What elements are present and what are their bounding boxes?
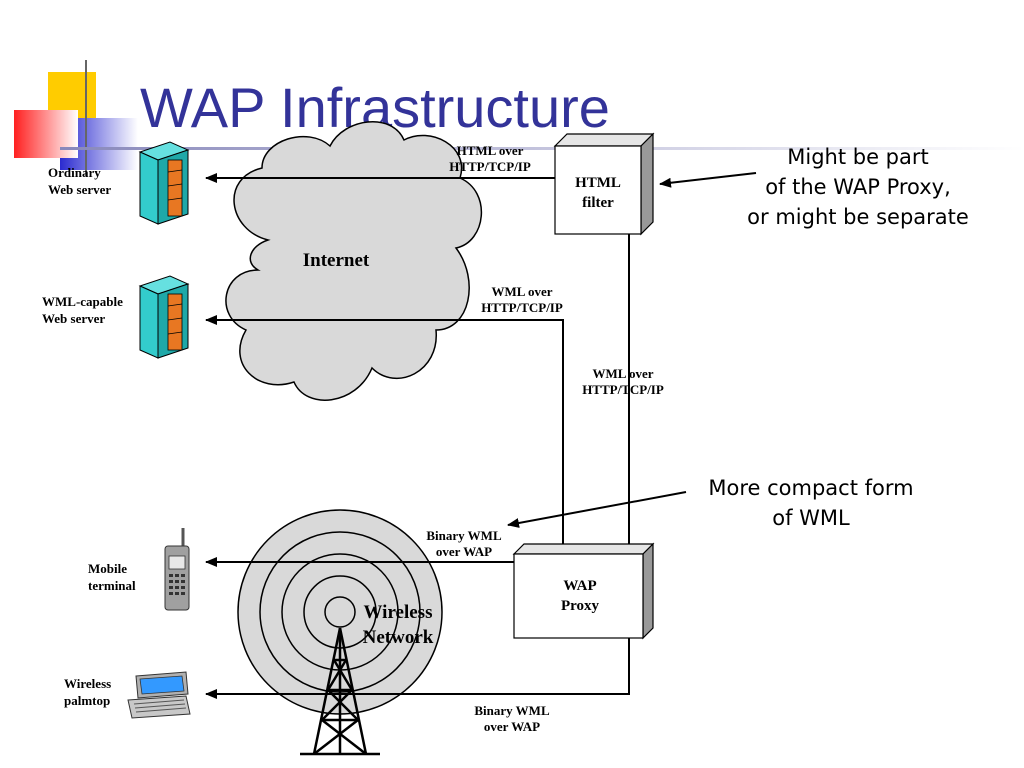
binary-wml-palmtop-label-line1: Binary WML	[474, 703, 550, 718]
wireless-network-label-line1: Wireless	[364, 602, 433, 623]
palmtop-icon	[127, 671, 191, 719]
wml-server-label-line2: Web server	[42, 311, 105, 326]
wap-proxy-label-line2: Proxy	[561, 598, 600, 614]
html-filter-note-line3: or might be separate	[747, 205, 969, 229]
binary-note-line2: of WML	[772, 506, 850, 530]
internet-cloud	[225, 121, 483, 401]
title-decoration	[14, 60, 1024, 176]
decor-red-square	[14, 110, 78, 158]
wml-server-icon	[138, 275, 190, 359]
wireless-ring-inner	[324, 596, 356, 628]
binary-wml-mobile-label-line1: Binary WML	[426, 528, 502, 543]
palmtop-label-line2: palmtop	[64, 693, 110, 708]
ordinary-server-label-line2: Web server	[48, 182, 111, 197]
html-filter-label-line1: HTML	[575, 175, 621, 191]
link-wml-to-wml-server	[205, 315, 564, 544]
html-over-label-line1: HTML over	[457, 143, 524, 158]
callout-arrow-html-filter	[659, 172, 757, 188]
binary-wml-palmtop-label-line2: over WAP	[484, 719, 540, 734]
title-underline	[60, 147, 1024, 150]
connections	[205, 172, 757, 699]
wml-over-internet-label-line1: WML over	[491, 284, 552, 299]
mobile-terminal-label-line2: terminal	[88, 578, 136, 593]
wml-over-vertical-label-line1: WML over	[592, 366, 653, 381]
internet-label: Internet	[303, 250, 370, 271]
wap-proxy-box	[512, 542, 655, 640]
ordinary-server-label-line1: Ordinary	[48, 165, 101, 180]
mobile-phone-icon	[164, 528, 190, 611]
ordinary-server-icon	[138, 141, 190, 225]
binary-note-line1: More compact form	[708, 476, 913, 500]
callout-arrow-binary-wml	[507, 491, 687, 528]
wml-over-internet-label-line2: HTTP/TCP/IP	[481, 300, 563, 315]
html-filter-box	[553, 132, 655, 236]
html-filter-note-line2: of the WAP Proxy,	[765, 175, 951, 199]
palmtop-label-line1: Wireless	[64, 676, 111, 691]
binary-wml-mobile-label-line2: over WAP	[436, 544, 492, 559]
wireless-network-label-line2: Network	[363, 627, 434, 648]
html-filter-note-line1: Might be part	[787, 145, 929, 169]
wap-proxy-label-line1: WAP	[563, 578, 596, 594]
link-proxy-to-palmtop	[205, 638, 630, 699]
wml-server-label-line1: WML-capable	[42, 294, 123, 309]
wml-over-vertical-label-line2: HTTP/TCP/IP	[582, 382, 664, 397]
html-over-label-line2: HTTP/TCP/IP	[449, 159, 531, 174]
mobile-terminal-label-line1: Mobile	[88, 561, 127, 576]
html-filter-label-line2: filter	[582, 195, 614, 211]
